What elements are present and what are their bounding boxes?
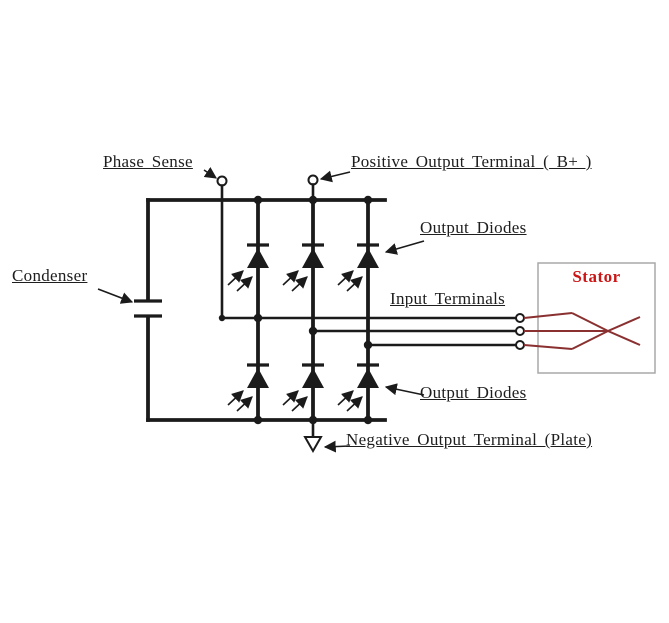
stator-winding-leg-3 (571, 330, 609, 350)
output-diode-bottom-2 (302, 363, 324, 388)
diode-triangle (302, 248, 324, 268)
junction-dot (253, 313, 263, 323)
negative-output-terminal-label: Negative Output Terminal (Plate) (346, 430, 593, 449)
diode-triangle (247, 368, 269, 388)
positive-terminal-arrow (319, 170, 351, 183)
stator-winding-chevron (605, 316, 641, 346)
input-terminal-circle-1 (515, 313, 525, 323)
diode-triangle (247, 248, 269, 268)
diode-pointer-arrow (337, 270, 354, 286)
diode-pointer-arrow (291, 276, 308, 292)
diode-pointer-arrow (337, 390, 354, 406)
condenser-symbol (134, 299, 162, 318)
output-diode-top-2 (302, 243, 324, 268)
diode-pointer-arrow (236, 396, 253, 412)
input-terminal-circle-2 (515, 326, 525, 336)
condenser-label: Condenser (12, 266, 88, 285)
diode-pointer-arrow (346, 276, 363, 292)
positive-terminal-symbol (307, 174, 319, 202)
output-diode-bottom-1 (247, 363, 269, 388)
diode-pointer-arrow (227, 390, 244, 406)
phase-sense-terminal-circle (216, 175, 228, 187)
phase-sense-label: Phase Sense (103, 152, 193, 171)
junction-dot (308, 195, 318, 205)
diode-pointer-arrow (346, 396, 363, 412)
positive-terminal-circle (307, 174, 319, 186)
output-diodes-bottom-arrow (384, 383, 425, 396)
stator-box (537, 262, 656, 374)
diode-triangle (357, 248, 379, 268)
junction-dots (253, 195, 373, 425)
input-terminal-circle-3 (515, 340, 525, 350)
junction-dot (308, 415, 318, 425)
junction-dot (363, 195, 373, 205)
diode-pointer-arrow (282, 390, 299, 406)
output-diodes-bottom-label: Output Diodes (420, 383, 527, 402)
diode-pointer-arrow (236, 276, 253, 292)
diode-triangle (302, 368, 324, 388)
diode-pointer-arrow (227, 270, 244, 286)
output-diode-top-1 (247, 243, 269, 268)
negative-terminal-symbol (303, 418, 323, 454)
output-diodes-top-arrow (384, 240, 425, 255)
output-diode-bottom-3 (357, 363, 379, 388)
stator-label: Stator (572, 267, 621, 286)
junction-dot (308, 326, 318, 336)
phase-sense-arrow (203, 167, 217, 179)
output-diodes-top-row (227, 243, 379, 292)
stator-lead-3 (523, 344, 573, 350)
stator-winding-leg-1 (571, 312, 609, 332)
rectifier-bus-wiring (146, 198, 387, 422)
diode-triangle (357, 368, 379, 388)
diode-pointer-arrow (291, 396, 308, 412)
output-diodes-bottom-row (227, 363, 379, 412)
input-terminals-label: Input Terminals (390, 289, 506, 308)
junction-dot (253, 415, 263, 425)
condenser-arrow (97, 288, 134, 304)
input-terminal-wiring (220, 313, 525, 350)
diode-pointer-arrow (282, 270, 299, 286)
output-diode-top-3 (357, 243, 379, 268)
stator-assembly (523, 262, 656, 374)
negative-terminal-arrow (323, 440, 351, 453)
junction-dot (363, 340, 373, 350)
junction-dot (253, 195, 263, 205)
label-pointer-arrows (97, 167, 425, 453)
positive-output-terminal-label: Positive Output Terminal ( B+ ) (351, 152, 592, 171)
negative-terminal-triangle (303, 436, 323, 454)
junction-dot (363, 415, 373, 425)
output-diodes-top-label: Output Diodes (420, 218, 527, 237)
stator-lead-1 (523, 312, 573, 319)
